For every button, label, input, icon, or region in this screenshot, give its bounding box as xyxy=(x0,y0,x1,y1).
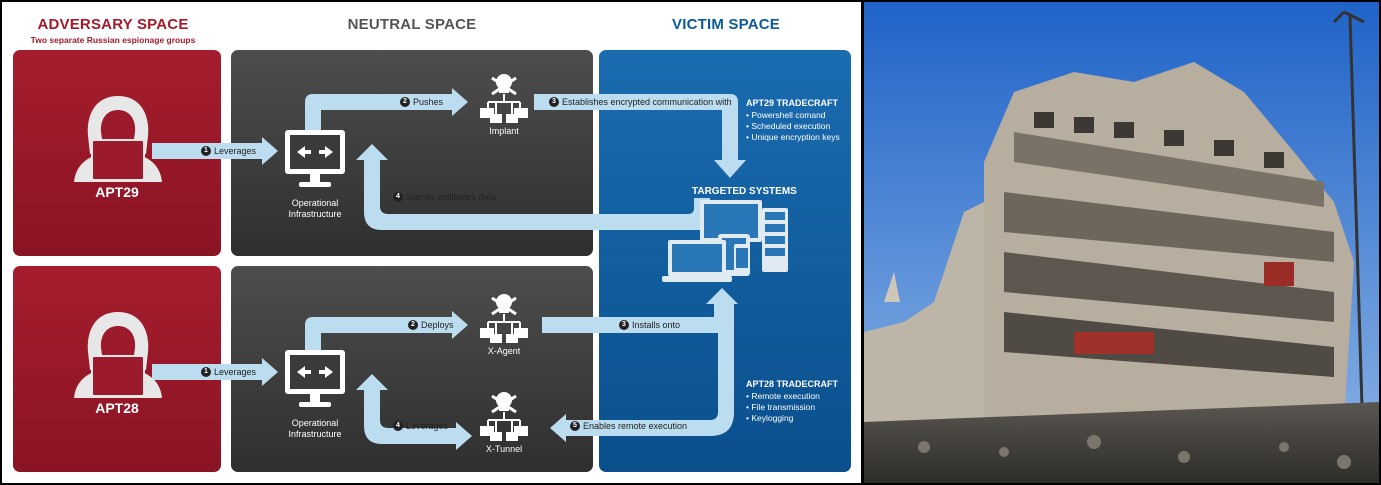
apt28-tradecraft-title: APT28 TRADECRAFT xyxy=(746,379,839,389)
apt29-tradecraft-title: APT29 TRADECRAFT xyxy=(746,98,839,108)
victim-space-header: VICTIM SPACE xyxy=(672,16,780,33)
bottom-step3-text: Installs onto xyxy=(632,320,681,330)
hacker-icon xyxy=(74,96,162,182)
skull-network-icon xyxy=(480,74,528,123)
arrows-layer xyxy=(152,88,746,450)
bottom-step4-text: Leverages xyxy=(406,421,449,431)
neutral-space-header: NEUTRAL SPACE xyxy=(347,16,477,33)
xtunnel-label: X-Tunnel xyxy=(485,444,523,454)
bottom-step2-text: Deploys xyxy=(421,320,454,330)
apt29-tradecraft-item: • Scheduled execution xyxy=(746,121,831,131)
apt28-tradecraft-item: • Keylogging xyxy=(746,413,794,423)
targeted-systems-title: TARGETED SYSTEMS xyxy=(692,186,797,197)
apt29-tradecraft-item: • Powershell comand xyxy=(746,110,826,120)
apt28-label: APT28 xyxy=(95,400,139,416)
implant-label: Implant xyxy=(489,126,519,136)
top-infra-label: Operational Infrastructure xyxy=(288,198,342,219)
skull-network-icon xyxy=(480,392,528,441)
top-step4-text: Silently exfiltrates data xyxy=(406,192,497,202)
devices-icon xyxy=(662,200,788,282)
top-step3-text: Establishes encrypted communication with xyxy=(562,97,732,107)
apt29-label: APT29 xyxy=(95,184,139,200)
adversary-space-subtitle: Two separate Russian espionage groups xyxy=(30,35,196,45)
skull-network-icon xyxy=(480,294,528,343)
bottom-step5-text: Enables remote execution xyxy=(583,421,688,431)
monitor-icon xyxy=(285,130,345,187)
bottom-infra-label: Operational Infrastructure xyxy=(288,418,342,439)
apt28-tradecraft-item: • Remote execution xyxy=(746,391,820,401)
top-step2-text: Pushes xyxy=(413,97,444,107)
damaged-building-photo xyxy=(864,2,1379,483)
apt28-tradecraft-item: • File transmission xyxy=(746,402,816,412)
apt29-tradecraft-item: • Unique encryption keys xyxy=(746,132,840,142)
bottom-step1-text: Leverages xyxy=(214,367,257,377)
monitor-icon xyxy=(285,350,345,407)
xagent-label: X-Agent xyxy=(487,346,521,356)
top-step1-text: Leverages xyxy=(214,146,257,156)
hacker-icon xyxy=(74,312,162,398)
cyber-attack-diagram: ADVERSARY SPACE Two separate Russian esp… xyxy=(2,2,861,483)
adversary-space-header: ADVERSARY SPACE xyxy=(37,16,189,33)
